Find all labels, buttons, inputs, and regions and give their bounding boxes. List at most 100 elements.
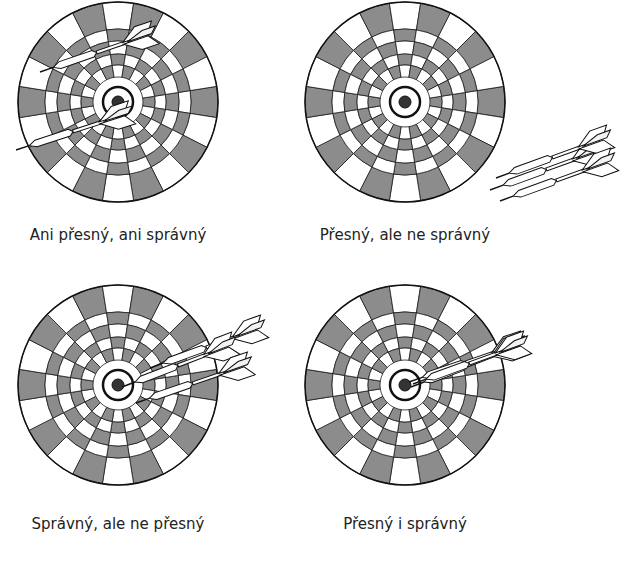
dart-part (122, 382, 135, 387)
board-sector (70, 94, 81, 109)
board-sector (389, 285, 420, 313)
board-sector (389, 174, 420, 202)
board-sector (332, 91, 345, 114)
dart-part (490, 185, 503, 190)
board-sector (102, 457, 133, 485)
board-sector (108, 324, 127, 338)
board-sector (395, 432, 414, 446)
board-sector (107, 162, 130, 175)
bullseye (399, 379, 411, 391)
board-sector (18, 369, 46, 400)
board-sector (108, 432, 127, 446)
board-sector (389, 2, 420, 30)
dart-part (508, 154, 554, 176)
dart (496, 147, 621, 212)
board-sector (70, 377, 81, 392)
dart-part (206, 337, 238, 354)
dart (405, 330, 530, 393)
dart-part (425, 360, 471, 382)
board-sector (394, 29, 417, 42)
dartboard (305, 2, 505, 202)
board-rim (305, 2, 505, 202)
board-rim (305, 285, 505, 485)
board-sector (110, 337, 125, 348)
dart-part (28, 128, 74, 149)
board-sector (395, 324, 414, 338)
board-sector (18, 86, 46, 117)
dart-part (52, 49, 98, 71)
board-sector (394, 312, 417, 325)
dart (12, 100, 137, 161)
bullseye (399, 96, 411, 108)
board-sector (394, 162, 417, 175)
board-sector (357, 94, 368, 109)
caption: Ani přesný, ani správný (0, 226, 248, 244)
board-sector (442, 94, 453, 109)
board-sector (394, 445, 417, 458)
caption: Přesný i správný (275, 515, 535, 533)
dart-part (40, 67, 53, 72)
dart (132, 351, 257, 414)
dart-part (102, 106, 134, 122)
board-sector (165, 92, 179, 111)
bullseye (112, 379, 124, 391)
board-sector (305, 369, 333, 400)
board-sector (107, 445, 130, 458)
board-sector (102, 174, 133, 202)
dart (36, 20, 161, 83)
board-sector (357, 377, 368, 392)
board-sector (108, 149, 127, 163)
dart-part (413, 379, 426, 384)
board-sector (57, 92, 71, 111)
board-sector (389, 457, 420, 485)
dart-part (512, 177, 558, 199)
dart-part (496, 173, 509, 178)
dart-part (580, 130, 612, 147)
caption: Přesný, ale ne správný (275, 226, 535, 244)
board-sector (155, 94, 166, 109)
board-rim (18, 2, 218, 202)
dartboard (18, 285, 218, 485)
board-sector (110, 422, 125, 433)
board-sector (397, 54, 412, 65)
dart (409, 330, 534, 395)
dart-part (136, 398, 149, 403)
board-sector (344, 92, 358, 111)
board-sector (344, 375, 358, 394)
board-sector (45, 91, 58, 114)
dart-part (134, 362, 179, 385)
board-sector (477, 86, 505, 117)
board-sector (178, 91, 191, 114)
board-sector (465, 374, 478, 397)
board-sector (395, 149, 414, 163)
dart-part (497, 336, 529, 353)
board-sector (397, 337, 412, 348)
board-sector (107, 312, 130, 325)
dart-part (221, 357, 253, 373)
board-sector (332, 374, 345, 397)
caption: Správný, ale ne přesný (0, 515, 248, 533)
dartboard (18, 2, 218, 202)
dart-part (500, 196, 513, 201)
board-sector (140, 85, 154, 98)
board-sector (477, 369, 505, 400)
board-rim (18, 285, 218, 485)
dart (407, 331, 531, 398)
board-sector (102, 2, 133, 30)
dart-part (150, 363, 163, 368)
board-sector (395, 41, 414, 55)
board-sector (45, 374, 58, 397)
dart-part (584, 153, 616, 170)
board-sector (57, 375, 71, 394)
board-sector (397, 139, 412, 150)
board-sector (442, 377, 453, 392)
board-sector (102, 285, 133, 313)
board-sector (452, 375, 466, 394)
board-sector (427, 85, 441, 98)
board-sector (465, 91, 478, 114)
dart-part (148, 380, 194, 402)
board-sector (190, 86, 218, 117)
dartboard (305, 285, 505, 485)
dart-part (16, 146, 29, 150)
